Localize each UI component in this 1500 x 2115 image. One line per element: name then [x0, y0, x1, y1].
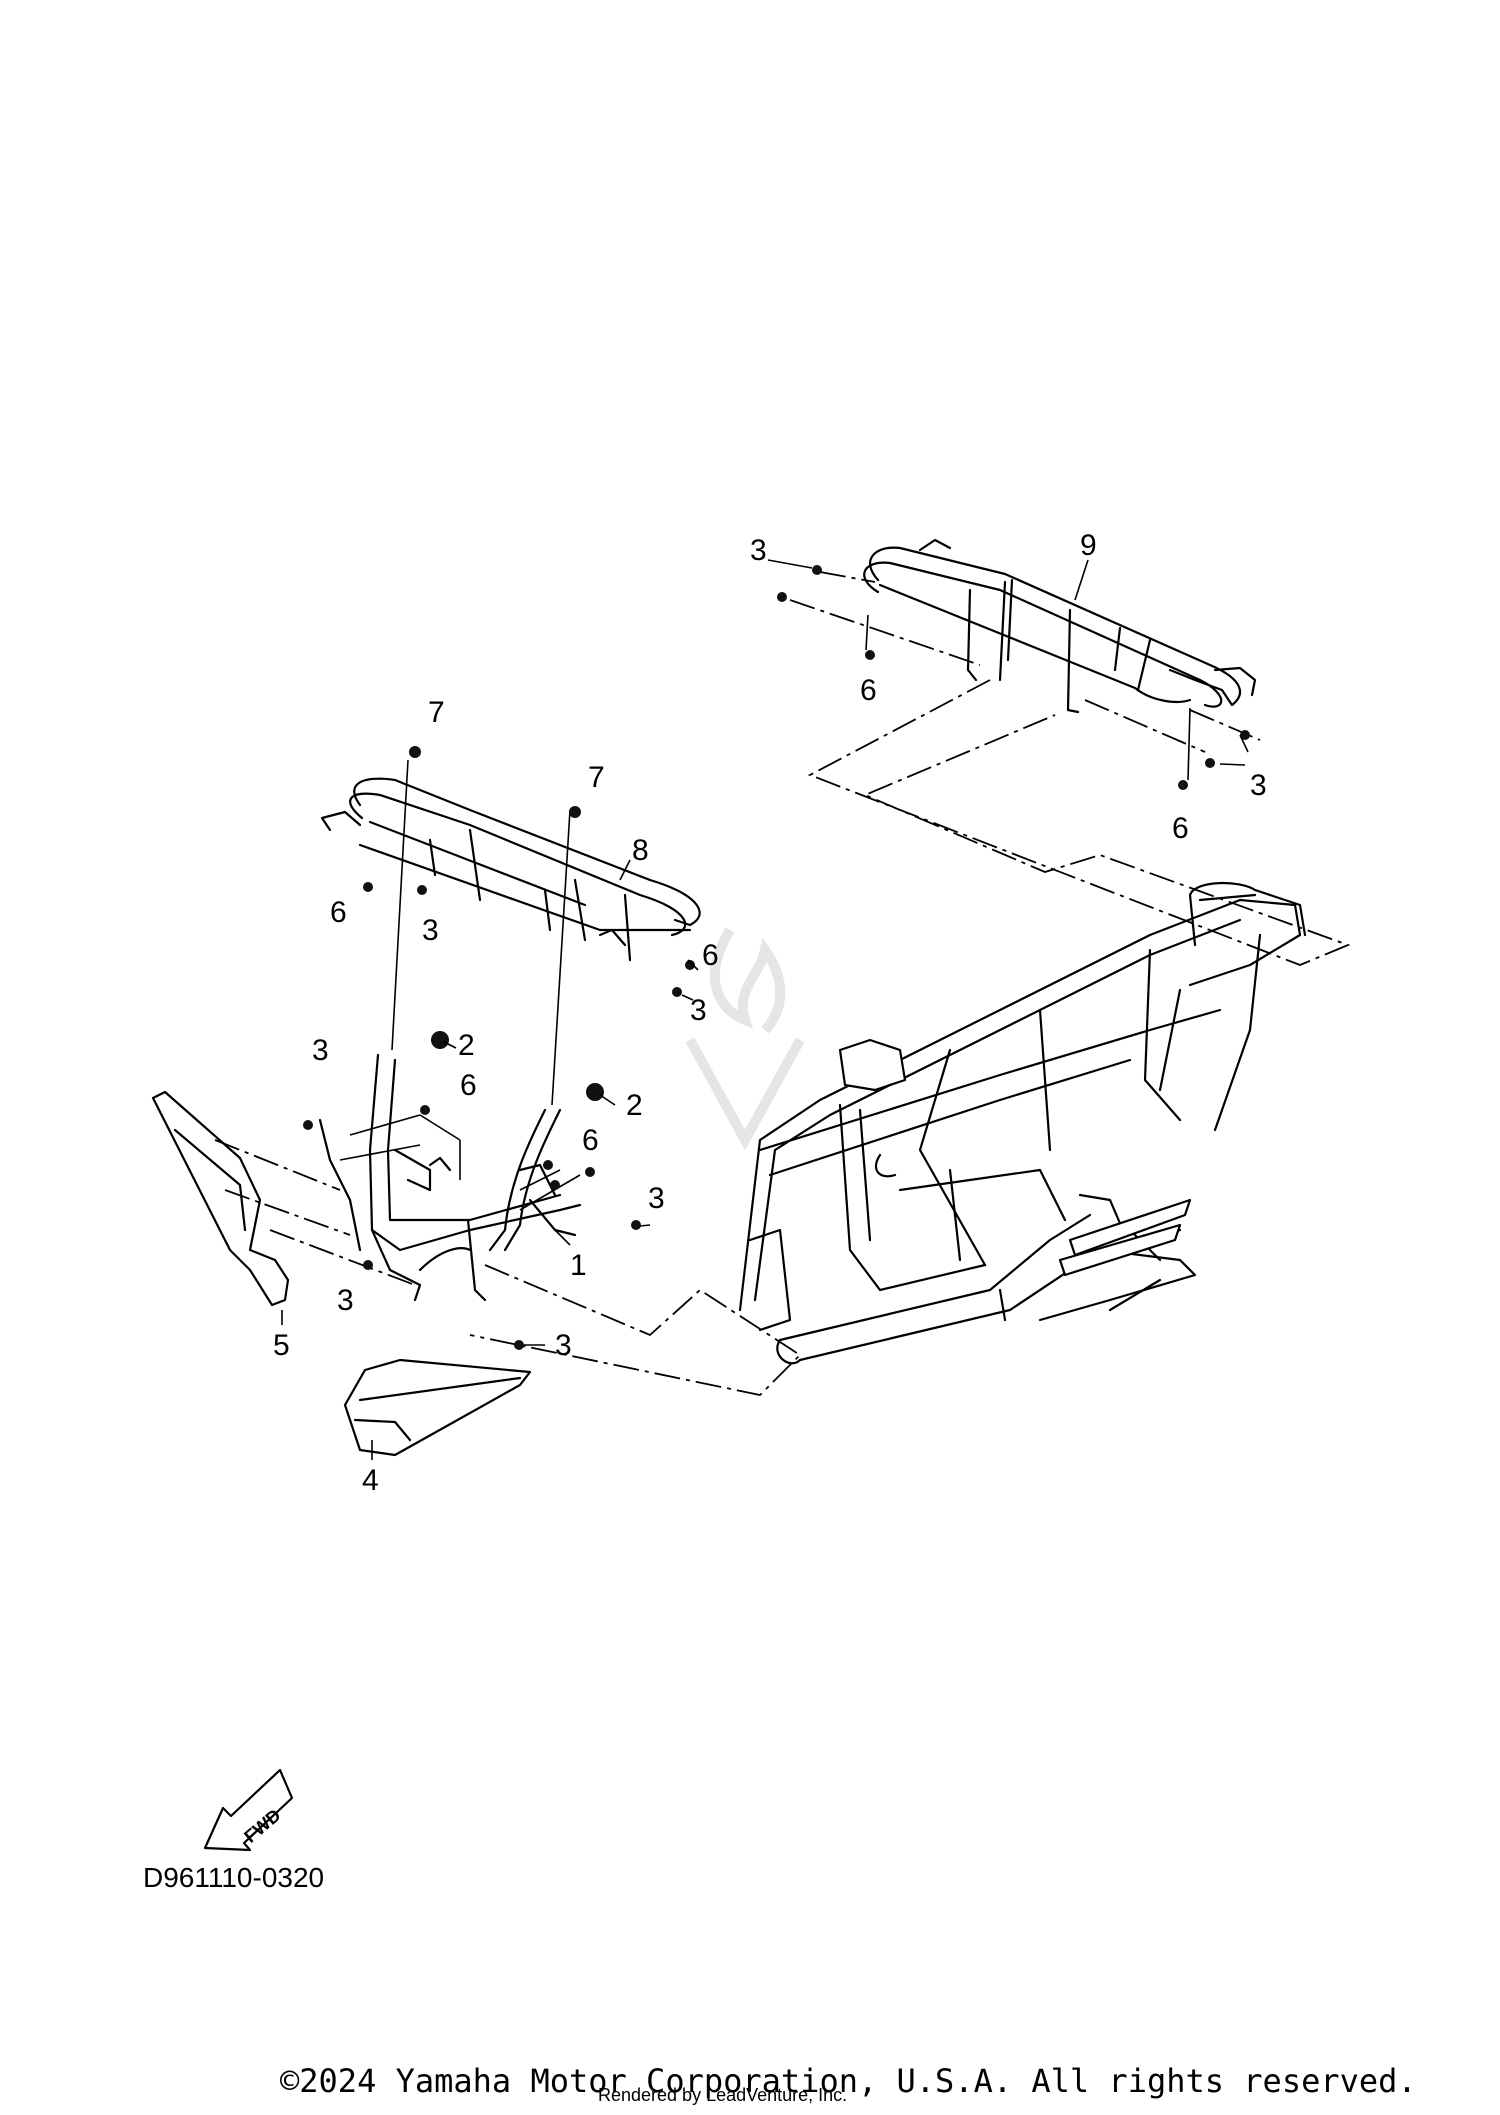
callout-6: 6: [702, 939, 719, 972]
callout-ticks: [281, 559, 1249, 1460]
main-frame: [738, 881, 1307, 1365]
leader-lines: [339, 614, 1191, 1211]
callout-2: 2: [458, 1029, 475, 1062]
callout-3: 3: [422, 914, 439, 947]
callout-6: 6: [860, 674, 877, 707]
callout-3: 3: [337, 1284, 354, 1317]
skid-cover-part-4: [343, 1358, 532, 1457]
callout-9: 9: [1080, 529, 1097, 562]
callout-3: 3: [750, 534, 767, 567]
callout-3: 3: [690, 994, 707, 1027]
callout-2: 2: [626, 1089, 643, 1122]
callout-8: 8: [632, 834, 649, 867]
callout-1: 1: [570, 1249, 587, 1282]
callout-5: 5: [273, 1329, 290, 1362]
callout-6: 6: [1172, 812, 1189, 845]
diagram-code: D961110-0320: [143, 1862, 325, 1893]
fwd-arrow-icon: FWD: [203, 1768, 294, 1852]
fasteners: [303, 565, 1250, 1350]
callout-3: 3: [312, 1034, 329, 1067]
callout-3: 3: [1250, 769, 1267, 802]
leadventure-watermark: [685, 927, 805, 1151]
callout-6: 6: [330, 896, 347, 929]
callout-6: 6: [582, 1124, 599, 1157]
rendered-by-credit: Rendered by LeadVenture, Inc.: [598, 2085, 848, 2105]
callout-7: 7: [588, 761, 605, 794]
copyright-notice: ©2024 Yamaha Motor Corporation, U.S.A. A…: [280, 2062, 1417, 2100]
front-carrier-part-8: [320, 777, 701, 962]
callout-7: 7: [428, 696, 445, 729]
callout-numbers: 9 3 6 3 6 7 7 8 6 3 6 3 3 2 6 2 6 3 1 3 …: [273, 529, 1267, 1497]
callout-6: 6: [460, 1069, 477, 1102]
assembly-lines: [214, 571, 1351, 1396]
callout-3: 3: [648, 1182, 665, 1215]
callout-3: 3: [555, 1329, 572, 1362]
rear-carrier-part-9: [863, 538, 1257, 714]
callout-4: 4: [362, 1464, 379, 1497]
left-side-panel-part-5: [151, 1090, 290, 1307]
